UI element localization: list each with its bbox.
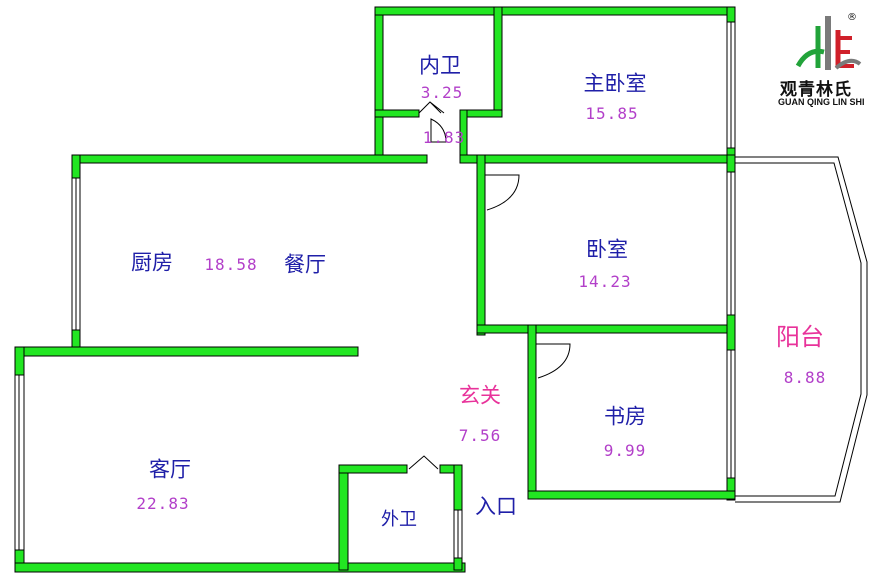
foyer-area: 7.56 — [458, 426, 502, 445]
study-name: 书房 — [604, 404, 646, 429]
master-bedroom-name: 主卧室 — [583, 71, 647, 96]
study-area: 9.99 — [603, 441, 647, 460]
balcony-name: 阳台 — [776, 323, 824, 351]
bedroom-name: 卧室 — [586, 237, 628, 262]
dining-area: 18.58 — [204, 255, 258, 274]
doors — [408, 101, 571, 470]
inner-bath-name: 内卫 — [419, 53, 461, 78]
dining-name: 餐厅 — [284, 252, 326, 277]
outer-bath-name: 外卫 — [381, 509, 417, 530]
inner-bath-area: 3.25 — [420, 83, 464, 102]
living-room-name: 客厅 — [149, 457, 191, 482]
brand-logo-icon — [795, 16, 862, 70]
entrance-label: 入口 — [475, 494, 517, 519]
foyer-name: 玄关 — [459, 383, 501, 408]
windows — [14, 21, 736, 559]
kitchen-name: 厨房 — [131, 250, 173, 275]
balcony-outline — [735, 156, 868, 503]
brand-subtitle: GUAN QING LIN SHI — [778, 97, 865, 107]
registered-mark: ® — [847, 12, 857, 23]
balcony-area: 8.88 — [783, 368, 827, 387]
corridor-area: 1.83 — [422, 128, 466, 147]
master-bedroom-area: 15.85 — [585, 104, 639, 123]
living-room-area: 22.83 — [136, 494, 190, 513]
brand-name: 观青林氏 — [780, 80, 852, 100]
bedroom-area: 14.23 — [578, 272, 632, 291]
